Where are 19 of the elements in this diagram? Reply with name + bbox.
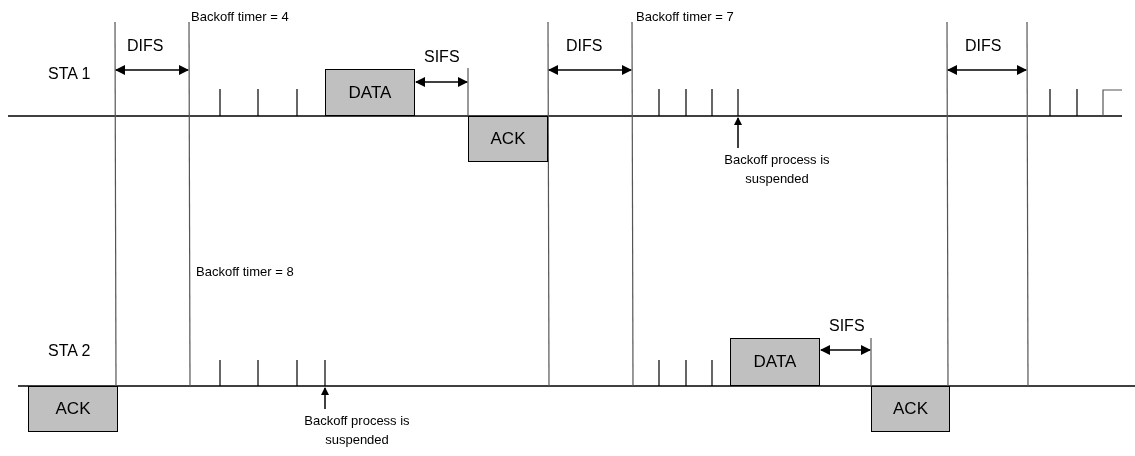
station-label: STA 1 (48, 64, 91, 84)
annotation-text: Backoff process is suspended (292, 411, 422, 454)
sifs-label: SIFS (424, 47, 460, 67)
ack-frame-box: ACK (871, 386, 950, 432)
backoff-timer-label: Backoff timer = 8 (196, 264, 294, 281)
annotation-text: Backoff process is suspended (712, 150, 842, 192)
data-frame-box: DATA (325, 69, 415, 116)
station-label: STA 2 (48, 341, 91, 361)
difs-label: DIFS (566, 36, 603, 56)
arrow (321, 387, 329, 410)
difs-label: DIFS (965, 36, 1002, 56)
backoff-timer-label: Backoff timer = 7 (636, 9, 734, 26)
data-frame-box: DATA (730, 338, 820, 386)
ack-frame-box: ACK (468, 116, 548, 162)
ack-frame-box: ACK (28, 386, 118, 432)
backoff-timer-label: Backoff timer = 4 (191, 9, 289, 26)
difs-label: DIFS (127, 36, 164, 56)
arrow (734, 117, 742, 149)
sifs-label: SIFS (829, 316, 865, 336)
